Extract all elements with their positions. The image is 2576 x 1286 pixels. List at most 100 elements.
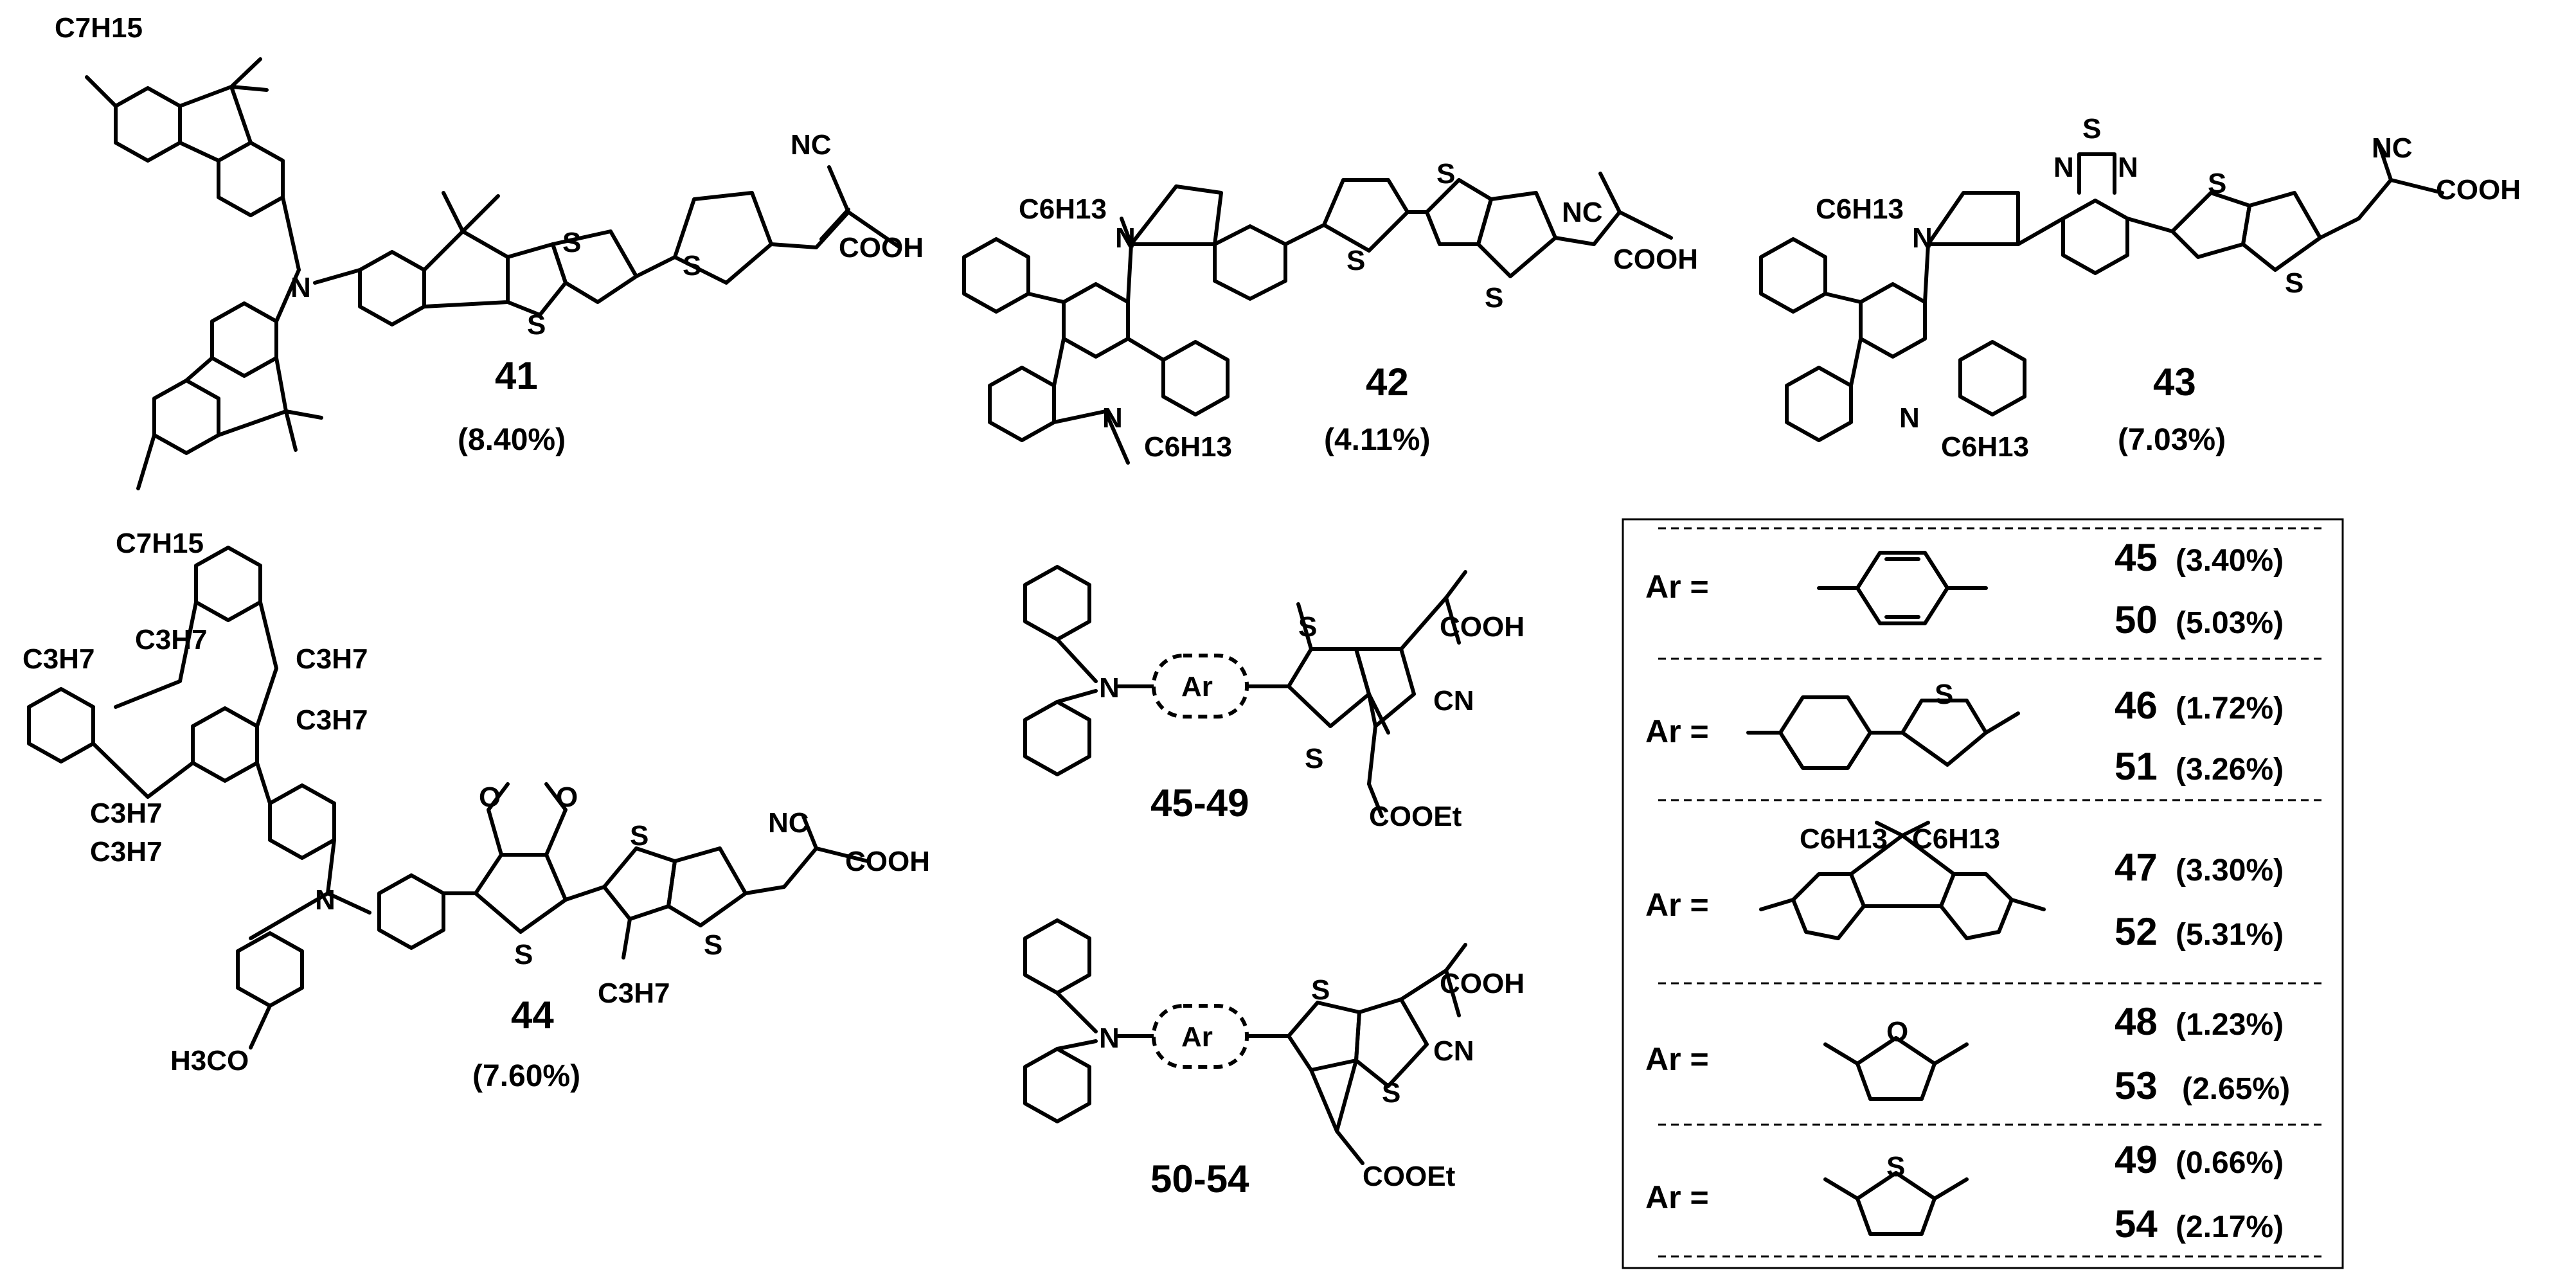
table-row-3a-efficiency: (3.30%)	[2176, 853, 2284, 888]
c6h13-label: C6H13	[1941, 431, 2029, 463]
ar-placeholder-label: Ar	[1181, 1021, 1213, 1053]
table-row-4b-number: 53	[2115, 1064, 2158, 1107]
nitrogen-label: N	[1099, 1023, 1120, 1054]
sulfur-label: S	[683, 250, 701, 281]
nitrogen-label: N	[2053, 152, 2074, 183]
sulfur-label: S	[1346, 245, 1365, 276]
carboxylic-acid-label: COOH	[845, 846, 930, 877]
series-45-49-structure	[1023, 565, 1467, 818]
table-row-1a-efficiency: (3.40%)	[2176, 544, 2284, 578]
sulfur-label: S	[1935, 679, 1953, 710]
c6h13-label: C6H13	[1800, 823, 1888, 855]
series-50-54-label: 50-54	[1150, 1157, 1249, 1201]
c6h13-label: C6H13	[1912, 823, 2000, 855]
c3h7-label: C3H7	[90, 798, 163, 829]
nitrogen-label: N	[1099, 672, 1120, 704]
thiophene-fragment	[1823, 1171, 1969, 1236]
carboxylic-acid-label: COOH	[839, 232, 924, 263]
sulfur-label: S	[1886, 1151, 1905, 1183]
c7h15-label: C7H15	[116, 528, 204, 559]
nitrile-label: NC	[2372, 132, 2413, 164]
table-row-5b-number: 54	[2115, 1202, 2158, 1246]
table-row-3b-number: 52	[2115, 910, 2158, 953]
table-row-2b-efficiency: (3.26%)	[2176, 753, 2284, 787]
c6h13-label: C6H13	[1144, 431, 1232, 463]
nitrile-label: CN	[1433, 1035, 1474, 1067]
oxygen-label: O	[1886, 1016, 1908, 1048]
sulfur-label: S	[1298, 611, 1317, 643]
nitrogen-label: N	[1912, 222, 1933, 254]
table-row-2a-efficiency: (1.72%)	[2176, 692, 2284, 726]
table-row-5a-efficiency: (0.66%)	[2176, 1146, 2284, 1180]
table-row-3a-number: 47	[2115, 846, 2158, 889]
table-row-1b-number: 50	[2115, 598, 2158, 641]
sulfur-label: S	[514, 939, 533, 970]
c6h13-label: C6H13	[1816, 193, 1904, 225]
table-row-3b-efficiency: (5.31%)	[2176, 918, 2284, 952]
nitrogen-label: N	[1899, 402, 1920, 434]
compound-43-number: 43	[2153, 361, 2196, 404]
nitrogen-label: N	[1102, 402, 1123, 434]
compound-42-number: 42	[1366, 361, 1409, 404]
table-row-5b-efficiency: (2.17%)	[2176, 1210, 2284, 1244]
table-row-1b-efficiency: (5.03%)	[2176, 606, 2284, 640]
thiadiazole-sulfur-label: S	[2082, 113, 2101, 145]
nitrogen-label: N	[2118, 152, 2138, 183]
fluorene-fragment	[1759, 821, 2046, 940]
sulfur-label: S	[1436, 158, 1455, 190]
ar-equals-label: Ar =	[1645, 713, 1709, 749]
c3h7-label: C3H7	[296, 704, 368, 736]
nitrogen-label: N	[1115, 222, 1136, 254]
compound-43-structure	[1759, 139, 2444, 442]
c6h13-label: C6H13	[1019, 193, 1107, 225]
sulfur-label: S	[630, 820, 648, 852]
sulfur-label: S	[1382, 1077, 1400, 1109]
sulfur-label: S	[1311, 974, 1330, 1006]
compound-42-efficiency: (4.11%)	[1324, 423, 1430, 457]
nitrile-label: NC	[768, 807, 809, 839]
nitrogen-label: N	[315, 884, 335, 916]
table-row-4b-efficiency: (2.65%)	[2182, 1072, 2290, 1106]
carboxylic-acid-label: COOH	[1440, 968, 1525, 999]
ar-equals-label: Ar =	[1645, 569, 1709, 605]
series-50-54-structure	[1023, 918, 1467, 1165]
sulfur-label: S	[527, 309, 546, 341]
series-45-49-label: 45-49	[1150, 781, 1249, 825]
carboxylic-acid-label: COOH	[1613, 244, 1698, 275]
oxygen-label: O	[479, 781, 501, 813]
compound-44-number: 44	[511, 994, 554, 1037]
table-row-4a-number: 48	[2115, 1000, 2158, 1043]
nitrile-label: NC	[1562, 197, 1603, 228]
ar-substituent-table	[1622, 518, 2344, 1269]
c7h15-label: C7H15	[55, 12, 143, 44]
ethyl-ester-label: COOEt	[1363, 1161, 1456, 1192]
sulfur-label: S	[1485, 282, 1503, 314]
carboxylic-acid-label: COOH	[1440, 611, 1525, 643]
c3h7-label: C3H7	[90, 836, 163, 868]
compound-41-structure	[85, 57, 902, 490]
compound-43-efficiency: (7.03%)	[2118, 423, 2226, 457]
compound-44-efficiency: (7.60%)	[472, 1059, 580, 1093]
para-phenylene-fragment	[1817, 551, 1988, 625]
phenyl-thiophene-fragment	[1746, 695, 2020, 770]
ar-equals-label: Ar =	[1645, 887, 1709, 923]
compound-41-number: 41	[495, 354, 538, 397]
compound-44-structure	[27, 546, 870, 1049]
furan-fragment	[1823, 1036, 1969, 1101]
sulfur-label: S	[704, 929, 722, 961]
ar-equals-label: Ar =	[1645, 1179, 1709, 1215]
compound-42-structure	[962, 172, 1673, 465]
ar-placeholder-label: Ar	[1181, 671, 1213, 702]
ar-equals-label: Ar =	[1645, 1041, 1709, 1077]
c3h7-label: C3H7	[296, 643, 368, 675]
table-row-4a-efficiency: (1.23%)	[2176, 1008, 2284, 1042]
sulfur-label: S	[2285, 267, 2303, 299]
nitrile-label: NC	[791, 129, 832, 161]
oxygen-label: O	[556, 781, 578, 813]
table-row-2b-number: 51	[2115, 745, 2158, 788]
carboxylic-acid-label: COOH	[2436, 174, 2521, 206]
sulfur-label: S	[562, 227, 581, 258]
c3h7-label: C3H7	[22, 643, 95, 675]
nitrile-label: CN	[1433, 685, 1474, 717]
